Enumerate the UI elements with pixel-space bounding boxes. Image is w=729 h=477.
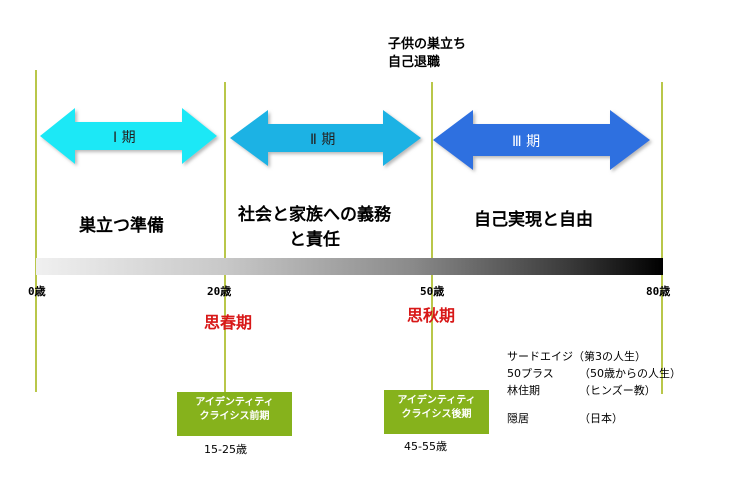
stage-3-label: 自己実現と自由 [474,210,593,230]
third-age-row: 林住期 （ヒンズー教） [507,382,681,399]
third-age-note: （50歳からの人生） [579,367,681,380]
third-age-term: 隠居 [507,412,529,425]
age-80: 80歳 [646,285,671,298]
period-3-arrow [433,110,650,170]
top-note: 子供の巣立ち 自己退職 [388,36,466,72]
identity-crisis-late-line2: クライシス後期 [401,409,472,420]
identity-crisis-early-range: 15-25歳 [204,443,247,456]
period-2-arrow [230,110,421,166]
stage-2-line1: 社会と家族への義務 [238,205,391,225]
third-age-term: 林住期 [507,384,540,397]
identity-crisis-early-box: アイデンティティ クライシス前期 [177,392,292,436]
period-3-label: Ⅲ 期 [512,134,541,150]
autumn-label: 思秋期 [407,306,456,325]
identity-crisis-late-line1: アイデンティティ [397,395,476,406]
top-note-line1: 子供の巣立ち [388,37,467,52]
identity-crisis-early-line2: クライシス前期 [199,411,270,422]
age-0: 0歳 [28,285,46,298]
marker-line-50 [431,82,433,394]
period-1-label: Ⅰ 期 [113,130,136,146]
period-1-arrow [40,108,217,164]
identity-crisis-late-box: アイデンティティ クライシス後期 [384,390,489,434]
period-2-label: Ⅱ 期 [310,132,336,148]
third-age-term: サードエイジ [507,350,573,363]
marker-line-20 [224,82,226,394]
third-age-row: サードエイジ（第3の人生） [507,348,681,365]
marker-line-0 [35,70,37,392]
third-age-row: 隠居 （日本） [507,410,681,427]
third-age-note: （ヒンズー教） [579,384,656,397]
stage-2-label: 社会と家族への義務 と責任 [238,203,391,253]
stage-2-line2: と責任 [289,230,340,250]
identity-crisis-early-line1: アイデンティティ [195,397,274,408]
age-timeline-bar [36,258,663,275]
third-age-list: サードエイジ（第3の人生） 50プラス （50歳からの人生） 林住期 （ヒンズー教）… [507,348,681,427]
marker-line-80 [661,82,663,394]
top-note-line2: 自己退職 [388,55,441,70]
third-age-term: 50プラス [507,367,554,380]
third-age-note: （日本） [579,412,623,425]
third-age-row: 50プラス （50歳からの人生） [507,365,681,382]
puberty-label: 思春期 [204,313,253,332]
age-20: 20歳 [207,285,232,298]
age-50: 50歳 [420,285,445,298]
identity-crisis-late-range: 45-55歳 [404,440,447,453]
stage-1-label: 巣立つ準備 [79,216,164,236]
third-age-note: （第3の人生） [573,350,646,363]
